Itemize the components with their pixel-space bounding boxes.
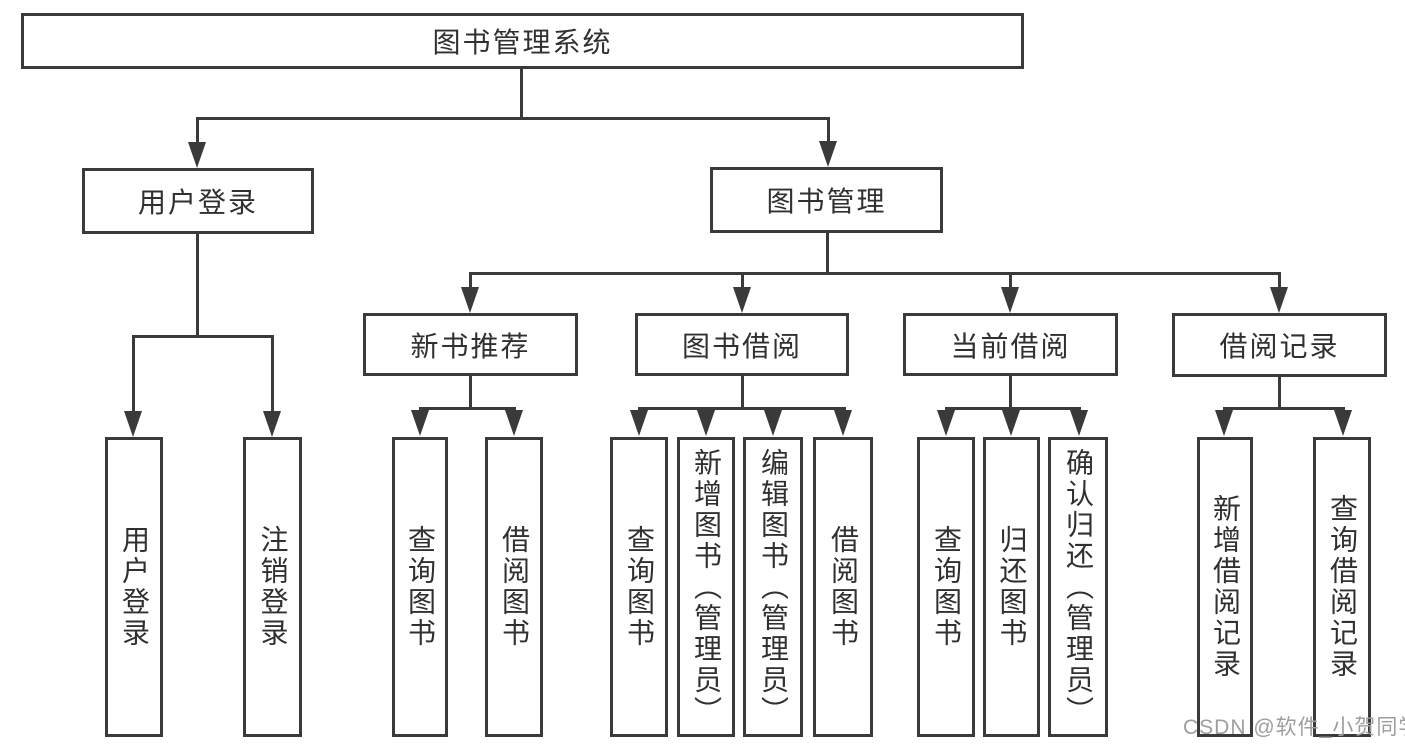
leaf-user-login: 用户登录 bbox=[105, 437, 163, 737]
connector-line bbox=[469, 272, 1281, 275]
leaf-query-books-borrow: 查询图书 bbox=[610, 437, 668, 737]
node-book-management: 图书管理 bbox=[710, 167, 943, 233]
leaf-label: 新增借阅记录 bbox=[1210, 494, 1241, 680]
leaf-label: 借阅图书 bbox=[499, 525, 530, 649]
arrowhead-down-icon bbox=[630, 410, 648, 436]
leaf-query-books-current: 查询图书 bbox=[917, 437, 975, 737]
node-current-borrow: 当前借阅 bbox=[903, 313, 1118, 376]
leaf-add-book-admin: 新增图书（管理员） bbox=[677, 437, 735, 737]
connector-line bbox=[271, 338, 274, 413]
arrowhead-down-icon bbox=[263, 411, 281, 437]
arrowhead-down-icon bbox=[1002, 410, 1020, 436]
leaf-label: 编辑图书（管理员） bbox=[758, 447, 789, 727]
connector-line bbox=[132, 335, 274, 338]
arrowhead-down-icon bbox=[188, 142, 206, 168]
leaf-label: 归还图书 bbox=[996, 525, 1028, 649]
connector-line bbox=[826, 233, 829, 275]
leaf-query-borrow-record: 查询借阅记录 bbox=[1313, 437, 1371, 737]
connector-line bbox=[1009, 376, 1012, 410]
connector-line bbox=[945, 407, 1081, 410]
arrowhead-down-icon bbox=[764, 410, 782, 436]
leaf-confirm-return-admin: 确认归还（管理员） bbox=[1048, 437, 1108, 737]
arrowhead-down-icon bbox=[819, 141, 837, 167]
leaf-label: 查询图书 bbox=[624, 525, 655, 649]
connector-line bbox=[520, 69, 523, 120]
leaf-add-borrow-record: 新增借阅记录 bbox=[1197, 437, 1253, 737]
arrowhead-down-icon bbox=[937, 410, 955, 436]
connector-line bbox=[1223, 407, 1345, 410]
leaf-edit-book-admin: 编辑图书（管理员） bbox=[743, 437, 803, 737]
connector-line bbox=[196, 234, 199, 338]
node-new-book-recommend: 新书推荐 bbox=[363, 313, 578, 376]
leaf-label: 查询图书 bbox=[405, 525, 436, 649]
connector-line bbox=[741, 376, 744, 410]
arrowhead-down-icon bbox=[733, 287, 751, 313]
connector-line bbox=[419, 407, 516, 410]
node-user-login: 用户登录 bbox=[82, 168, 314, 234]
arrowhead-down-icon bbox=[1270, 287, 1288, 313]
leaf-query-books-recommend: 查询图书 bbox=[392, 437, 448, 737]
arrowhead-down-icon bbox=[411, 410, 429, 436]
node-library-system: 图书管理系统 bbox=[21, 13, 1024, 69]
arrowhead-down-icon bbox=[1070, 410, 1088, 436]
connector-line bbox=[638, 407, 846, 410]
leaf-borrow-books-recommend: 借阅图书 bbox=[485, 437, 543, 737]
leaf-label: 新增图书（管理员） bbox=[691, 447, 722, 727]
connector-line bbox=[196, 117, 830, 120]
node-label: 图书管理系统 bbox=[432, 27, 613, 58]
connector-line bbox=[196, 120, 199, 144]
leaf-label: 确认归还（管理员） bbox=[1063, 447, 1094, 727]
node-label: 图书借阅 bbox=[681, 330, 802, 362]
leaf-label: 用户登录 bbox=[119, 525, 150, 649]
connector-line bbox=[1278, 275, 1281, 289]
leaf-label: 注销登录 bbox=[257, 525, 289, 649]
connector-line bbox=[827, 120, 830, 144]
arrowhead-down-icon bbox=[1215, 410, 1233, 436]
arrowhead-down-icon bbox=[505, 410, 523, 436]
node-label: 用户登录 bbox=[137, 187, 258, 218]
connector-line bbox=[741, 275, 744, 289]
arrowhead-down-icon bbox=[124, 411, 142, 437]
leaf-borrow-books: 借阅图书 bbox=[813, 437, 873, 737]
arrowhead-down-icon bbox=[1001, 287, 1019, 313]
connector-line bbox=[1009, 275, 1012, 289]
arrowhead-down-icon bbox=[461, 287, 479, 313]
arrowhead-down-icon bbox=[834, 410, 852, 436]
leaf-return-book: 归还图书 bbox=[983, 437, 1040, 737]
watermark-csdn: CSDN @软件_小贺同学 bbox=[1183, 716, 1405, 739]
leaf-label: 查询借阅记录 bbox=[1327, 494, 1358, 680]
node-label: 新书推荐 bbox=[410, 330, 531, 362]
connector-line bbox=[469, 376, 472, 410]
leaf-label: 借阅图书 bbox=[828, 525, 859, 649]
leaf-logout: 注销登录 bbox=[243, 437, 302, 737]
arrowhead-down-icon bbox=[1334, 410, 1352, 436]
connector-line bbox=[132, 338, 135, 413]
node-label: 图书管理 bbox=[766, 186, 887, 217]
arrowhead-down-icon bbox=[697, 410, 715, 436]
leaf-label: 查询图书 bbox=[931, 525, 962, 649]
node-label: 当前借阅 bbox=[950, 330, 1071, 362]
node-label: 借阅记录 bbox=[1219, 331, 1340, 362]
node-book-borrow: 图书借阅 bbox=[635, 313, 849, 376]
connector-line bbox=[469, 275, 472, 289]
node-borrow-records: 借阅记录 bbox=[1172, 313, 1387, 377]
connector-line bbox=[1278, 377, 1281, 410]
